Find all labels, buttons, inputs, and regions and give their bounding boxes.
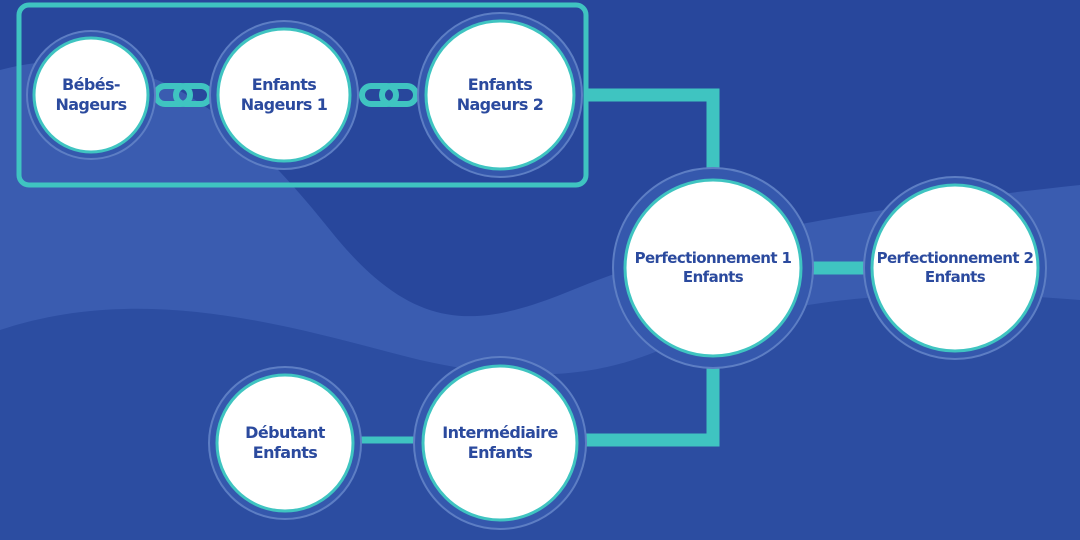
label-line: Perfectionnement 1 [634, 248, 792, 267]
label-intermediaire: Intermédiaire Enfants [430, 418, 570, 468]
label-line: Enfants [251, 74, 317, 94]
label-line: Enfants [682, 268, 744, 286]
label-line: Enfants [467, 443, 533, 462]
label-line: Nageurs [55, 95, 127, 114]
label-line: Intermédiaire [442, 422, 558, 442]
label-line: Nageurs 1 [240, 95, 328, 114]
label-line: Enfants [467, 74, 533, 94]
connector-group-to-perfectionnement-1 [586, 88, 720, 180]
label-enfants-nageurs-1: Enfants Nageurs 1 [229, 70, 339, 120]
label-line: Débutant [245, 422, 325, 442]
label-line: Enfants [252, 443, 318, 462]
node-intermediaire [413, 356, 587, 530]
node-enfants-nageurs-1 [209, 20, 359, 170]
label-debutant: Débutant Enfants [230, 418, 340, 468]
node-debutant [208, 366, 362, 520]
label-line: Enfants [924, 268, 986, 286]
label-line: Nageurs 2 [456, 95, 544, 114]
label-perfectionnement-2: Perfectionnement 2 Enfants [875, 243, 1035, 293]
connector-perfectionnement-1-to-intermediaire [585, 360, 720, 447]
node-perfectionnement-1 [612, 167, 814, 369]
chain-link-icon [359, 83, 419, 107]
label-bebes-nageurs: Bébés- Nageurs [41, 70, 141, 120]
node-bebes-nageurs [26, 30, 156, 160]
node-perfectionnement-2 [863, 176, 1047, 360]
label-line: Perfectionnement 2 [876, 248, 1034, 267]
label-enfants-nageurs-2: Enfants Nageurs 2 [440, 70, 560, 120]
node-enfants-nageurs-2 [417, 12, 583, 178]
label-perfectionnement-1: Perfectionnement 1 Enfants [628, 243, 798, 293]
label-line: Bébés- [62, 74, 121, 94]
